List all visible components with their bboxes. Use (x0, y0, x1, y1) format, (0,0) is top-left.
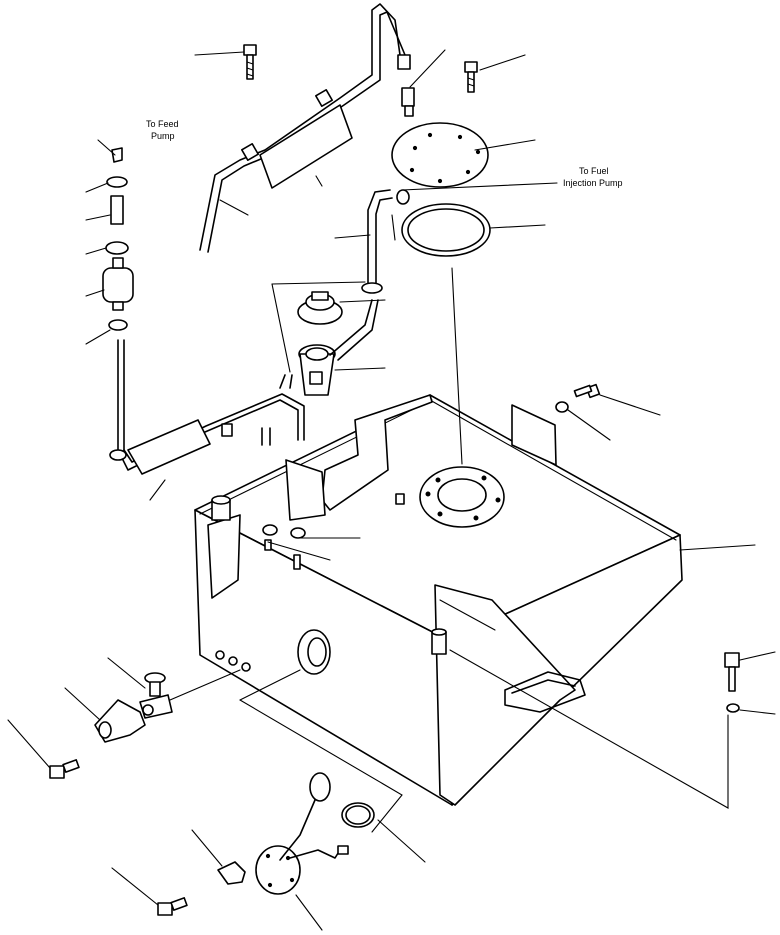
sender-cover-plate (391, 87, 491, 257)
feed-pump-label-line1: To Feed (146, 119, 179, 129)
feed-pump-label-line2: Pump (151, 131, 175, 141)
drain-bolt (49, 759, 80, 779)
filler-cap (297, 291, 343, 325)
supply-pipe (109, 374, 305, 475)
right-side-bolt (555, 383, 601, 413)
filler-neck (298, 344, 336, 396)
return-elbow-tube (329, 189, 410, 361)
injection-pump-label-line1: To Fuel (579, 166, 609, 176)
return-tube-assembly (199, 3, 411, 253)
fuel-filter-stack (102, 147, 134, 451)
leader-lines (7, 49, 776, 931)
injection-pump-label-line2: Injection Pump (563, 178, 623, 188)
sender-bolt (157, 897, 188, 916)
sender-clamp (217, 861, 246, 885)
sender-gasket (341, 802, 375, 828)
drain-valve (139, 672, 173, 719)
small-screws (262, 524, 306, 570)
cover-bolt (243, 44, 257, 80)
fuel-level-sender (255, 772, 349, 895)
plate-bolt (464, 61, 478, 93)
drain-bracket (94, 699, 146, 743)
fuel-tank (194, 394, 683, 806)
far-right-bolt (724, 652, 740, 713)
